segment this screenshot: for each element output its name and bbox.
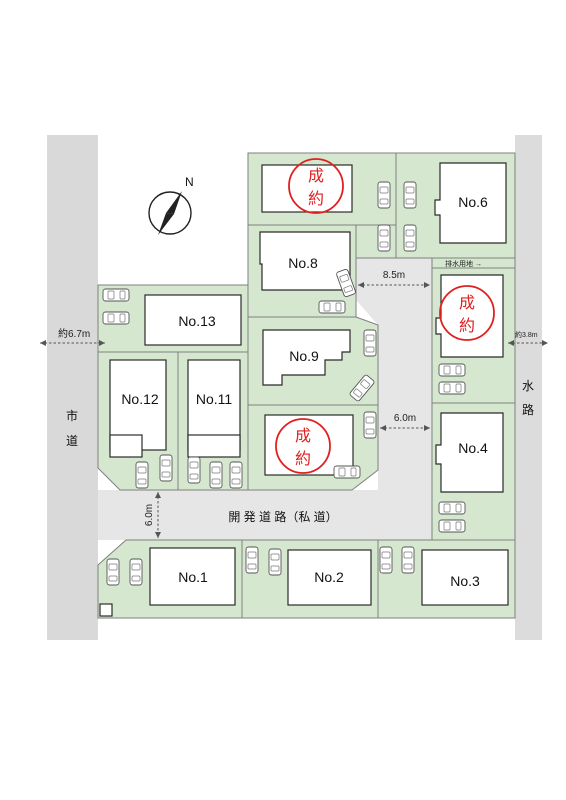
arrow-icon	[508, 340, 514, 346]
lot-label-no3: No.3	[450, 573, 480, 589]
porch-no12	[109, 434, 143, 458]
meter-box	[99, 603, 113, 617]
lot-label-no1: No.1	[178, 569, 208, 585]
arrow-icon	[380, 425, 386, 431]
sold-seal-text: 成	[459, 294, 475, 312]
house-no9	[262, 329, 351, 386]
drainage-label: 排水用地 →	[445, 259, 482, 268]
house-no3	[421, 549, 509, 606]
lot-label-no9: No.9	[289, 348, 319, 364]
dim-label-8-5: 8.5m	[383, 270, 405, 281]
sold-seal-text: 約	[459, 317, 475, 335]
house-no6	[434, 162, 507, 244]
porch-no11	[187, 434, 241, 458]
compass-north-label: N	[185, 175, 194, 189]
city-road-char: 道	[66, 434, 78, 448]
dev-road-label: 開 発 道 路（私 道）	[228, 509, 337, 524]
lot-label-no6: No.6	[458, 194, 488, 210]
dim-label-6-0-left: 6.0m	[144, 504, 155, 526]
arrow-icon	[40, 340, 46, 346]
waterway-char: 路	[522, 402, 534, 417]
house-no1	[149, 547, 236, 606]
arrow-icon	[99, 340, 105, 346]
waterway-char: 水	[522, 379, 534, 393]
inner-road	[356, 258, 432, 540]
arrow-icon	[155, 532, 161, 538]
waterway	[515, 135, 542, 640]
lot-label-no8: No.8	[288, 255, 318, 271]
arrow-icon	[424, 425, 430, 431]
city-road-char: 市	[66, 408, 78, 423]
dim-label-6-0-right: 6.0m	[394, 413, 416, 424]
arrow-icon	[155, 492, 161, 498]
arrow-icon	[358, 282, 364, 288]
lot-label-no12: No.12	[121, 391, 159, 407]
sold-seal-icon	[275, 158, 495, 474]
arrow-icon	[424, 282, 430, 288]
sold-seal-text: 約	[308, 190, 324, 208]
city-road	[47, 135, 98, 640]
house-no13	[144, 294, 242, 346]
house-no8	[259, 231, 351, 291]
lot-label-no2: No.2	[314, 569, 344, 585]
sold-seal-text: 成	[308, 167, 324, 185]
lot-label-no11: No.11	[196, 391, 233, 407]
house-no10	[264, 414, 354, 476]
house-no2	[287, 549, 372, 606]
lot-label-no4: No.4	[458, 440, 488, 456]
sold-seal-text: 成	[295, 427, 311, 445]
waterway-width: 約3.8m	[515, 330, 538, 339]
compass-icon	[148, 191, 192, 235]
house-no4	[435, 412, 504, 493]
lot-label-no13: No.13	[178, 313, 216, 329]
arrow-icon	[542, 340, 548, 346]
city-road-width: 約6.7m	[58, 327, 90, 340]
sold-seal-text: 約	[295, 450, 311, 468]
